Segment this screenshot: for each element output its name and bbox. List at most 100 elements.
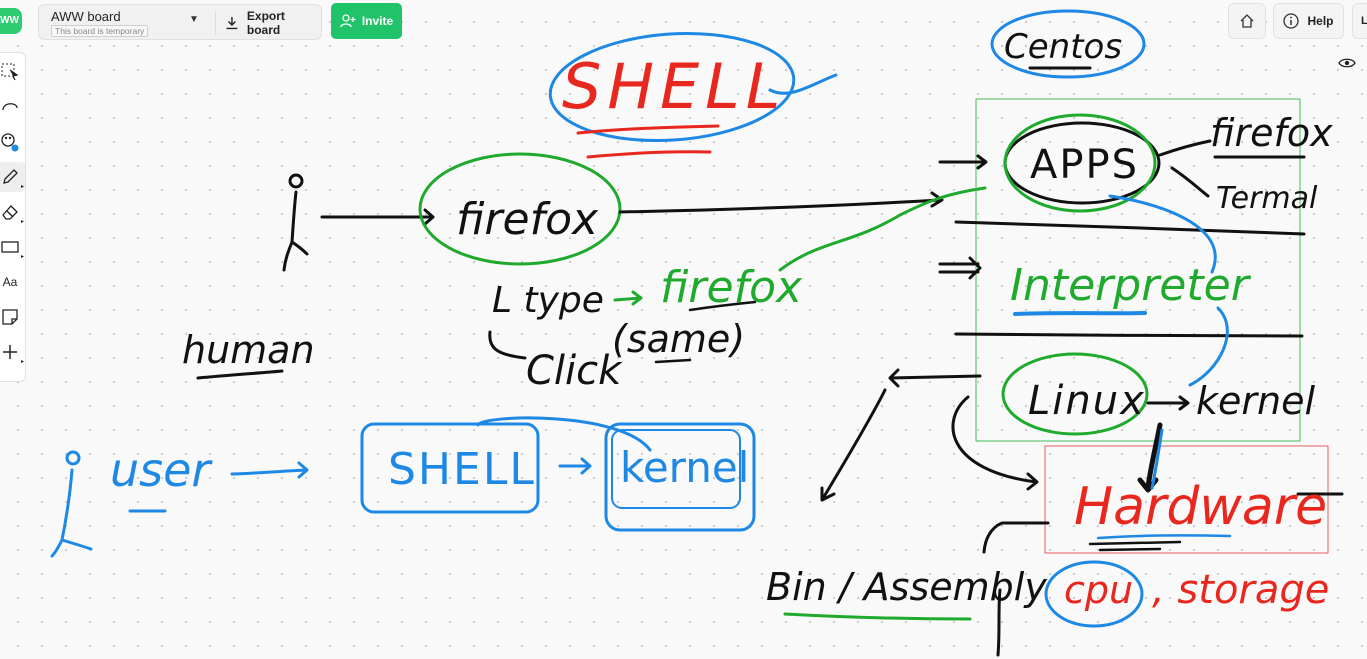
eraser-tool-icon[interactable]: ▸ xyxy=(0,197,25,227)
pen-tool-icon[interactable]: ▸ xyxy=(0,162,25,192)
add-user-icon xyxy=(340,14,356,28)
user-head xyxy=(65,450,81,466)
kernel-box-label: kernel xyxy=(620,443,749,492)
apps-to-firefox-line xyxy=(1158,139,1212,157)
linux-to-kernel-arrow xyxy=(1146,395,1190,411)
apps-label: APPS xyxy=(1030,142,1139,188)
firefox-green-label: firefox xyxy=(660,262,803,313)
firefox-green-underline xyxy=(688,300,757,312)
linux-circle xyxy=(1001,352,1149,436)
shell-to-kernel-curve xyxy=(476,416,652,452)
interpreter-arrow xyxy=(938,256,982,280)
info-icon xyxy=(1283,13,1300,29)
assembly-tail xyxy=(996,588,1002,657)
apps-divider xyxy=(954,220,1306,236)
shell-box-label: SHELL xyxy=(388,444,536,495)
cpu-label: cpu xyxy=(1064,568,1133,612)
same-label: (same) xyxy=(612,317,745,361)
invite-label: Invite xyxy=(361,14,394,28)
interpreter-to-linux-blue xyxy=(1188,306,1229,387)
storage-label: , storage xyxy=(1152,567,1329,613)
shell-title-circle xyxy=(548,31,796,143)
firefox-right-label: firefox xyxy=(1210,111,1333,155)
shell-underline xyxy=(576,124,720,135)
centos-label: Centos xyxy=(1004,27,1122,67)
interpreter-label: Interpreter xyxy=(1010,260,1252,311)
divider xyxy=(215,11,216,35)
same-underline xyxy=(654,358,692,364)
layers-button[interactable]: L xyxy=(1352,3,1367,39)
bin-assembly-underline xyxy=(783,612,972,621)
sticky-note-tool-icon[interactable] xyxy=(0,302,25,332)
hardware-to-bin-arrow xyxy=(982,521,1050,554)
cpu-circle xyxy=(1044,560,1144,628)
help-button[interactable]: Help xyxy=(1273,3,1344,39)
hardware-selection-box xyxy=(1044,445,1329,554)
hardware-underline-black xyxy=(1088,540,1182,552)
submenu-indicator-icon: ▸ xyxy=(20,359,24,365)
human-underline xyxy=(196,369,284,380)
export-board-button[interactable]: Export board xyxy=(225,9,321,37)
type-label: L type xyxy=(492,280,604,321)
board-status-badge: This board is temporary xyxy=(51,25,149,37)
apps-left-arrow xyxy=(938,154,988,170)
firefox-green-to-apps xyxy=(778,186,987,272)
firefox-to-apps-line xyxy=(618,191,944,214)
linux-to-hardware-blue xyxy=(1150,428,1164,490)
shell-title-tail xyxy=(768,73,838,95)
select-tool-icon[interactable] xyxy=(0,57,25,87)
kernel-box-inner xyxy=(611,429,741,509)
firefox-circle xyxy=(418,152,622,266)
aww-logo[interactable]: AWW xyxy=(0,8,22,34)
bin-assembly-label: Bin / Assembly xyxy=(766,565,1047,609)
board-menu[interactable]: AWW board This board is temporary ▼ Expo… xyxy=(38,4,322,40)
linux-to-bin-line xyxy=(820,388,887,502)
shell-underline-2 xyxy=(586,150,712,159)
type-arrow xyxy=(613,290,643,306)
apps-to-terminal-line xyxy=(1170,166,1210,198)
board-title[interactable]: AWW board xyxy=(51,9,121,24)
shell-title: SHELL xyxy=(562,50,786,123)
shape-tool-icon[interactable]: ▸ xyxy=(0,232,25,262)
human-body xyxy=(282,190,309,272)
firefox-center-label: firefox xyxy=(456,194,599,245)
invite-button[interactable]: Invite xyxy=(331,3,402,39)
interpreter-divider xyxy=(954,332,1304,338)
chevron-down-icon[interactable]: ▼ xyxy=(189,14,199,25)
kernel-right-label: kernel xyxy=(1196,379,1315,423)
help-label: Help xyxy=(1307,14,1334,28)
home-button[interactable] xyxy=(1228,3,1266,39)
human-head xyxy=(288,173,304,189)
user-to-shell-arrow xyxy=(230,461,309,479)
download-icon xyxy=(226,17,238,30)
text-tool-icon[interactable]: Aa xyxy=(2,275,18,289)
shell-box xyxy=(360,422,540,514)
user-label: user xyxy=(110,443,213,497)
click-hook xyxy=(488,330,527,360)
hardware-label: Hardware xyxy=(1074,477,1327,537)
eye-icon[interactable] xyxy=(1338,56,1360,72)
linux-left-arrow xyxy=(888,368,982,388)
home-icon xyxy=(1240,14,1254,28)
click-label: Click xyxy=(526,348,623,394)
user-body xyxy=(50,468,93,558)
top-bar: AWW AWW board This board is temporary ▼ … xyxy=(0,0,1367,68)
color-picker-icon[interactable] xyxy=(0,127,25,157)
terminal-label: Termal xyxy=(1216,181,1318,216)
kernel-box xyxy=(604,422,756,532)
centos-circle xyxy=(990,9,1146,79)
submenu-indicator-icon: ▸ xyxy=(20,184,24,190)
human-to-firefox-arrow xyxy=(320,208,435,226)
hardware-underline xyxy=(1096,534,1232,540)
shell-to-kernel-arrow xyxy=(558,457,592,475)
lasso-tool-icon[interactable] xyxy=(0,92,25,122)
apps-circle-green xyxy=(1003,113,1157,213)
linux-label: Linux xyxy=(1028,378,1146,424)
add-tool-icon[interactable]: ▸ xyxy=(0,337,25,367)
submenu-indicator-icon: ▸ xyxy=(20,219,24,225)
apps-to-interpreter-blue xyxy=(1108,194,1217,274)
submenu-indicator-icon: ▸ xyxy=(20,254,24,260)
interpreter-underline xyxy=(1013,311,1147,316)
export-board-label: Export board xyxy=(246,9,285,37)
